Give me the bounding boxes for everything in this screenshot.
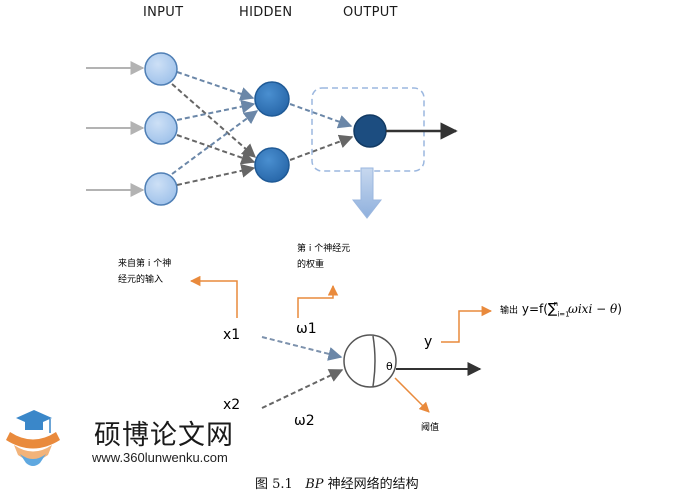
hidden-node-1 [254,81,290,117]
watermark-name: 硕博论文网 [94,420,234,451]
annotation-weight-of-neuron: 第 i 个神经元 的权重 [297,244,351,270]
callout-input-from-neuron [189,275,238,318]
symbol-w2: ω2 [294,413,315,429]
symbol-x2: x2 [223,397,241,413]
conn-h2-o1 [289,134,354,161]
conn-i2-h1 [176,99,256,121]
output-prefix: 输出 [500,306,519,316]
zoom-down-arrow [351,167,383,219]
formula-lhs: y=f( [521,302,548,316]
input-x2-arrow [261,369,344,409]
formula-body: ωixi − θ [568,302,618,316]
output-node [353,114,387,148]
hidden-node-2 [254,147,290,183]
caption-figure-no: 图 5.1 [255,477,293,492]
conn-i1-h1 [176,71,255,101]
formula-sum: ∑ [547,301,558,317]
symbol-y: y [424,334,433,350]
callout-threshold [394,377,430,413]
input-node-3 [144,172,178,206]
watermark-url: www.360lunwenku.com [92,450,228,465]
formula-sup: n [553,300,559,308]
callout-weight [297,284,339,318]
layer-label-input: INPUT [143,5,184,20]
layer-label-hidden: HIDDEN [239,5,293,20]
figure-caption: 图 5.1 BP 神经网络的结构 [255,473,419,492]
annotation-input-from-neuron: 来自第 i 个神 经元的输入 [118,259,172,285]
symbol-x1: x1 [223,327,241,343]
symbol-w1: ω1 [296,321,317,337]
formula-close: ) [617,302,622,316]
single-neuron [343,334,397,388]
symbol-theta: θ [386,360,393,373]
conn-i3-h1 [171,110,259,175]
conn-i3-h2 [176,163,256,186]
conn-i2-h2 [176,134,256,165]
graduation-cap-logo-icon [6,410,60,466]
formula-sub: i=1 [557,310,570,319]
input-node-2 [144,111,178,145]
conn-i1-h2 [171,83,257,158]
layer-label-output: OUTPUT [343,5,398,20]
neuron-divider [372,335,376,387]
caption-bp: BP [305,477,324,492]
callout-output [441,305,493,343]
caption-title: 神经网络的结构 [327,477,419,492]
output-formula: 输出 y=f(∑i=1 n ωixi − θ) [500,300,622,319]
input-x1-arrow [261,336,343,361]
conn-h1-o1 [289,103,353,129]
annotation-threshold: 阈值 [421,423,440,433]
input-node-1 [144,52,178,86]
